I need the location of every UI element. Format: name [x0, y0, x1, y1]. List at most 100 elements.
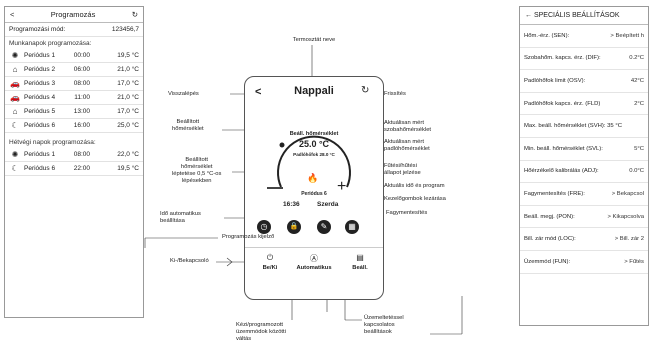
special-settings-title[interactable]: ← SPECIÁLIS BEÁLLÍTÁSOK	[520, 7, 648, 25]
increase-button[interactable]: +	[337, 178, 347, 195]
period-temperature: 25,0 °C	[117, 122, 139, 129]
label-back: Visszalépés	[168, 91, 199, 97]
period-time: 22:00	[73, 165, 90, 172]
period-row[interactable]: ⌂ Periódus 2 06:00 21,0 °C	[5, 63, 143, 77]
settings-icon[interactable]: ▤	[356, 253, 364, 262]
setting-value: > Fűtés	[624, 258, 644, 265]
floor-temp-value: Padlóhőfok 28.0 °C	[293, 152, 335, 157]
car-icon: 🚗	[10, 79, 20, 88]
label-frost: Fagymentesítés	[386, 210, 428, 216]
period-time: 16:00	[73, 122, 90, 129]
setting-label: Szobahőm. kapcs. érz. (DIF):	[524, 55, 601, 62]
back-button[interactable]: <	[10, 10, 15, 19]
mode-icon[interactable]: Ⓐ	[310, 254, 318, 263]
period-name: Periódus 2	[24, 66, 56, 73]
setting-label: Hőérzékelő kalibrálás (ADJ):	[524, 168, 599, 175]
setting-value: > Bill. zár 2	[614, 236, 644, 243]
label-programming-display: Programozás kijelző	[222, 234, 275, 240]
programming-mode-row[interactable]: Programozási mód: 123456,7	[5, 23, 143, 37]
period-name: Periódus 5	[24, 108, 56, 115]
period-time: 11:00	[74, 94, 90, 101]
moon-icon: ☾	[11, 164, 19, 173]
current-time: 16:36	[283, 201, 300, 208]
power-icon[interactable]: ⏻	[266, 253, 274, 262]
bottom-divider	[245, 247, 383, 248]
special-setting-row[interactable]: Hőm.-érz. (SEN):> Beépített h	[520, 25, 648, 48]
label-time-program: Aktuális idő és program	[384, 183, 445, 189]
current-day: Szerda	[317, 201, 339, 208]
period-temperature: 17,0 °C	[117, 108, 139, 115]
special-setting-row[interactable]: Fagymentesítés (FRE): > Bekapcsol	[520, 183, 648, 206]
car-icon: 🚗	[10, 93, 20, 102]
moon-icon: ☾	[11, 121, 19, 130]
back-button[interactable]: <	[255, 86, 262, 98]
settings-button-label[interactable]: Beáll.	[352, 265, 368, 271]
special-setting-row[interactable]: Padlóhőfok limit (OSV): 42°C	[520, 70, 648, 93]
period-time: 00:00	[73, 52, 90, 59]
sun-icon: ✺	[11, 150, 19, 159]
thermostat-phone-screen: < Nappali ↻ Beáll. hőmérséklet 25.0 °C P…	[244, 76, 384, 300]
setting-label: Padlóhőfok limit (OSV):	[524, 77, 586, 84]
setting-label: Üzemmód (FUN):	[524, 258, 571, 265]
decrease-button[interactable]	[267, 187, 283, 189]
label-room-temperature: Aktuálisan mért szobahőmérséklet	[384, 120, 432, 133]
special-setting-row[interactable]: Padlóhőfok kapcs. érz. (FLD)2°C	[520, 93, 648, 116]
setting-value: 42°C	[630, 77, 644, 84]
period-time: 06:00	[73, 66, 90, 73]
programming-title: Programozás	[50, 10, 96, 19]
setpoint-label: Beáll. hőmérséklet	[289, 131, 339, 137]
setting-value: > Kikapcsolva	[607, 213, 644, 220]
label-refresh: Frissítés	[384, 91, 406, 97]
setting-label: Hőm.-érz. (SEN):	[524, 32, 570, 39]
setting-value: 5°C	[634, 145, 644, 152]
special-setting-row[interactable]: Max. beáll. hőmérséklet (SVH): 35 °C	[520, 115, 648, 138]
period-name: Periódus 1	[24, 52, 56, 59]
lock-button[interactable]: 🔒	[287, 220, 301, 234]
special-settings-screen: ← SPECIÁLIS BEÁLLÍTÁSOK Hőm.-érz. (SEN):…	[519, 6, 649, 326]
period-name: Periódus 6	[24, 122, 56, 129]
period-name: Periódus 1	[24, 151, 56, 158]
period-temperature: 17,0 °C	[117, 80, 139, 87]
power-button-label[interactable]: Be/Ki	[262, 265, 278, 271]
label-manual-auto: Kézi/programozott üzemmódok közötti vált…	[236, 322, 286, 342]
temperature-dial[interactable]	[245, 103, 383, 223]
mode-button-label[interactable]: Automatikus	[296, 265, 332, 271]
label-heating-state: Fűtési/hűtési állapot jelzése	[384, 163, 421, 176]
setting-label: Fagymentesítés (FRE):	[524, 190, 585, 197]
setting-label: Min. beáll. hőmérséklet (SVL):	[524, 145, 603, 152]
label-thermostat-name: Termosztát neve	[292, 37, 336, 43]
special-setting-row[interactable]: Szobahőm. kapcs. érz. (DIF):0.2°C	[520, 48, 648, 71]
special-setting-row[interactable]: Üzemmód (FUN): > Fűtés	[520, 251, 648, 274]
house-icon: ⌂	[12, 65, 18, 74]
period-row[interactable]: ☾ Periódus 6 16:00 25,0 °C	[5, 119, 143, 133]
label-set-temperature: Beállított hőmérséklet	[172, 119, 204, 132]
programming-mode-value: 123456,7	[111, 26, 139, 33]
weekdays-section-title: Munkanapok programozása:	[9, 39, 92, 47]
special-setting-row[interactable]: Hőérzékelő kalibrálás (ADJ):0.0°C	[520, 161, 648, 184]
label-power: Ki-/Bekapcsoló	[170, 258, 209, 264]
period-temperature: 21,0 °C	[117, 66, 139, 73]
setting-value: 2°C	[634, 100, 644, 107]
special-setting-row[interactable]: Beáll. megj. (PON):> Kikapcsolva	[520, 206, 648, 229]
weekend-section-title: Hétvégi napok programozása:	[9, 138, 96, 146]
period-temperature: 22,0 °C	[117, 151, 139, 158]
programming-header: < Programozás ↻	[5, 7, 143, 23]
thermostat-name: Nappali	[294, 85, 334, 97]
setting-value: > Bekapcsol	[611, 190, 644, 197]
refresh-icon[interactable]: ↻	[361, 85, 370, 96]
period-name: Periódus 3	[24, 80, 56, 87]
period-time: 13:00	[73, 108, 90, 115]
refresh-icon[interactable]: ↻	[131, 10, 138, 19]
programming-button[interactable]: ▦	[345, 220, 359, 234]
frost-protection-button[interactable]: ✎	[317, 220, 331, 234]
special-setting-row[interactable]: Min. beáll. hőmérséklet (SVL): 5°C	[520, 138, 648, 161]
special-setting-row[interactable]: Bill. zár mód (LOC):> Bill. zár 2	[520, 228, 648, 251]
auto-time-button[interactable]: ◷	[257, 220, 271, 234]
period-temperature: 21,0 °C	[117, 94, 139, 101]
